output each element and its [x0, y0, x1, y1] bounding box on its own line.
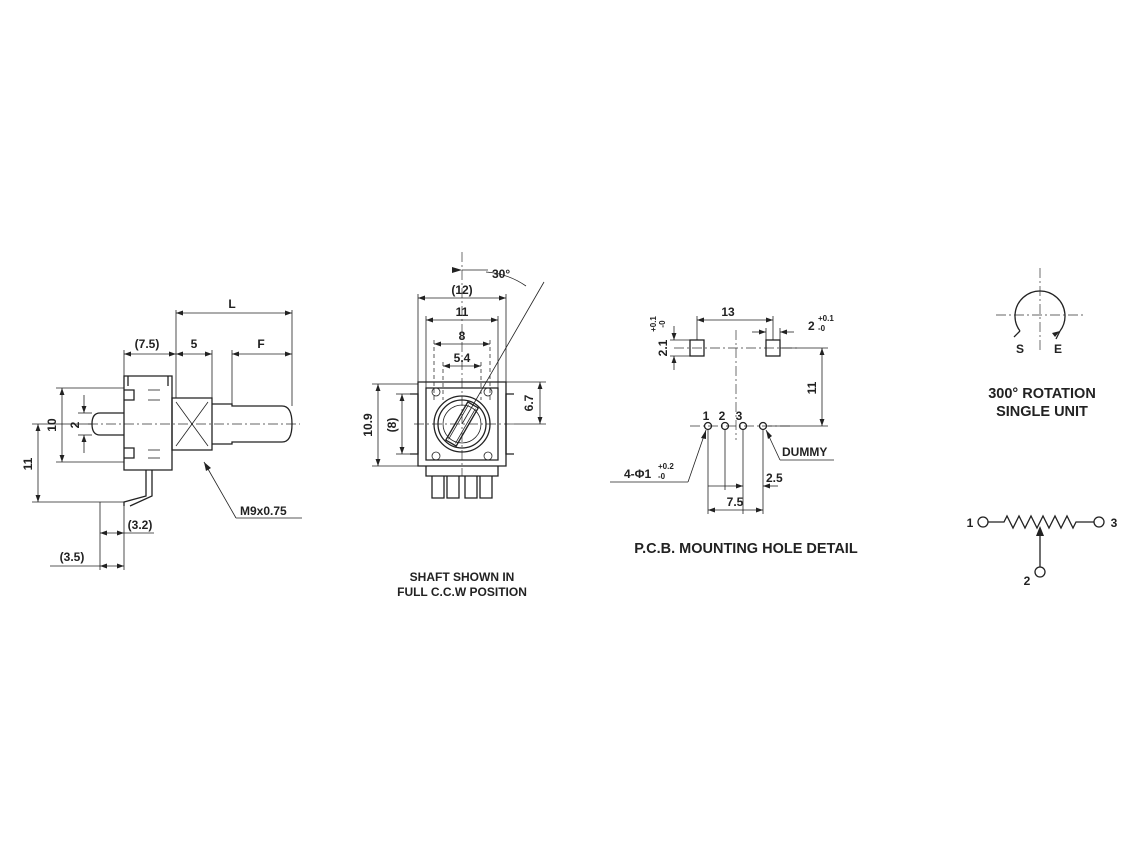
- pcb-detail: 13 2 +0.1 -0 2.1 +0.1 -0 11 1 2 3 DUMMY: [610, 305, 858, 557]
- rotation-end-label: E: [1054, 342, 1062, 356]
- dim-2-tol-minus: -0: [818, 324, 826, 333]
- hole-tol-minus: -0: [658, 472, 666, 481]
- hole-pin-1: [703, 421, 713, 431]
- dim-10: 10: [45, 418, 59, 432]
- thread-label: M9x0.75: [240, 504, 287, 518]
- hole-tol-plus: +0.2: [658, 462, 674, 471]
- dummy-label: DUMMY: [782, 445, 827, 459]
- dim-2-1-tol-plus: +0.1: [649, 316, 658, 332]
- dim-l: L: [228, 297, 235, 311]
- dim-11-front: 11: [456, 305, 469, 319]
- pcb-pin-1: 1: [703, 409, 710, 423]
- pcb-caption: P.C.B. MOUNTING HOLE DETAIL: [634, 541, 858, 557]
- dim-5: 5: [191, 337, 198, 351]
- schematic-pin-1: 1: [967, 516, 974, 530]
- dim-2-tol-plus: +0.1: [818, 314, 834, 323]
- dim-11-side: 11: [21, 457, 35, 470]
- dim-10-9: 10.9: [361, 413, 375, 437]
- dim-3-5: (3.5): [60, 550, 85, 564]
- side-view: L (7.5) 5 F 10 2 11 (3.2) (3: [21, 297, 302, 570]
- rotation-arc: [1014, 290, 1066, 332]
- terminal-2: [1034, 566, 1046, 578]
- dim-f: F: [257, 337, 264, 351]
- pcb-pin-3: 3: [736, 409, 743, 423]
- dim-2-slot: 2: [808, 319, 815, 333]
- side-body: [91, 375, 293, 507]
- schematic-pin-2: 2: [1024, 574, 1031, 588]
- dim-2: 2: [68, 421, 82, 428]
- dim-13: 13: [721, 305, 735, 319]
- dim-8: 8: [459, 329, 466, 343]
- resistor-symbol: [988, 514, 1094, 530]
- schematic-pin-3: 3: [1111, 516, 1118, 530]
- front-caption-line2: FULL C.C.W POSITION: [397, 585, 527, 599]
- dim-2-1-tol-minus: -0: [658, 320, 667, 328]
- dim-5-4: 5.4: [454, 351, 471, 365]
- dim-3-2: (3.2): [128, 518, 153, 532]
- dim-2-5: 2.5: [766, 471, 783, 485]
- terminal-3: [1093, 516, 1105, 528]
- dim-30-deg: 30°: [492, 267, 510, 281]
- dim-11-pcb: 11: [805, 381, 819, 394]
- dim-2-1: 2.1: [656, 339, 670, 356]
- dim-12: (12): [451, 283, 472, 297]
- rotation-caption-line2: SINGLE UNIT: [996, 404, 1088, 420]
- hole-pin-2: [720, 421, 730, 431]
- hole-dummy: [758, 421, 768, 431]
- pcb-pin-2: 2: [719, 409, 726, 423]
- rotation-diagram: S E 300° ROTATION SINGLE UNIT: [988, 268, 1096, 420]
- terminal-1: [977, 516, 989, 528]
- dim-7-5-pcb: 7.5: [727, 495, 744, 509]
- hole-callout: 4-Φ1: [624, 467, 652, 481]
- front-knob: [433, 395, 491, 453]
- front-view: 30° (12) 11 8 5.4 10.9 (8) 6.7: [361, 252, 546, 599]
- rotation-start-label: S: [1016, 342, 1024, 356]
- dim-6-7: 6.7: [522, 394, 536, 411]
- rotation-caption-line1: 300° ROTATION: [988, 386, 1096, 402]
- dim-7-5: (7.5): [135, 337, 160, 351]
- potentiometer-schematic: 1 3 2: [967, 514, 1118, 588]
- hole-pin-3: [738, 421, 748, 431]
- front-caption-line1: SHAFT SHOWN IN: [410, 570, 515, 584]
- dim-8-paren: (8): [385, 418, 399, 433]
